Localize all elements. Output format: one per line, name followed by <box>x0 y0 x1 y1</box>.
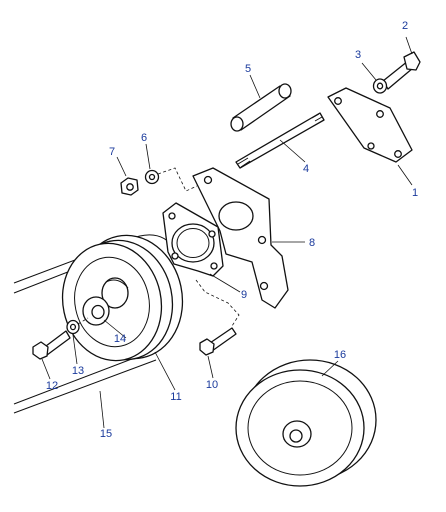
bolt-lower <box>199 327 237 356</box>
callout-4: 4 <box>303 163 309 175</box>
callout-13: 13 <box>72 365 84 377</box>
callout-6: 6 <box>141 132 147 144</box>
spacer-tube <box>230 83 292 132</box>
callout-14: 14 <box>114 333 126 345</box>
callout-1: 1 <box>412 187 418 199</box>
callout-15: 15 <box>100 428 112 440</box>
separate-pulley <box>235 359 377 487</box>
callout-12: 12 <box>46 380 58 392</box>
gasket-plate <box>162 202 224 277</box>
callout-2: 2 <box>402 20 408 32</box>
bolt-left <box>32 330 71 360</box>
callout-8: 8 <box>309 237 315 249</box>
callout-5: 5 <box>245 63 251 75</box>
callout-labels: 1 2 3 4 5 6 7 8 9 10 11 12 13 14 15 16 <box>46 20 418 440</box>
nut <box>120 177 139 196</box>
large-pulley <box>61 234 184 362</box>
callout-9: 9 <box>241 289 247 301</box>
upper-bracket <box>327 87 413 163</box>
assembly-lines <box>77 167 240 327</box>
callout-3: 3 <box>355 49 361 61</box>
washer-lower <box>66 319 80 335</box>
leader-lines <box>41 36 413 429</box>
callout-11: 11 <box>170 391 181 403</box>
callout-10: 10 <box>206 379 218 391</box>
mounting-bracket <box>192 167 289 309</box>
washer-left <box>144 169 160 185</box>
washer-upper <box>372 78 388 94</box>
callout-16: 16 <box>334 349 346 361</box>
bolt-upper <box>382 51 421 90</box>
callout-7: 7 <box>109 146 115 158</box>
